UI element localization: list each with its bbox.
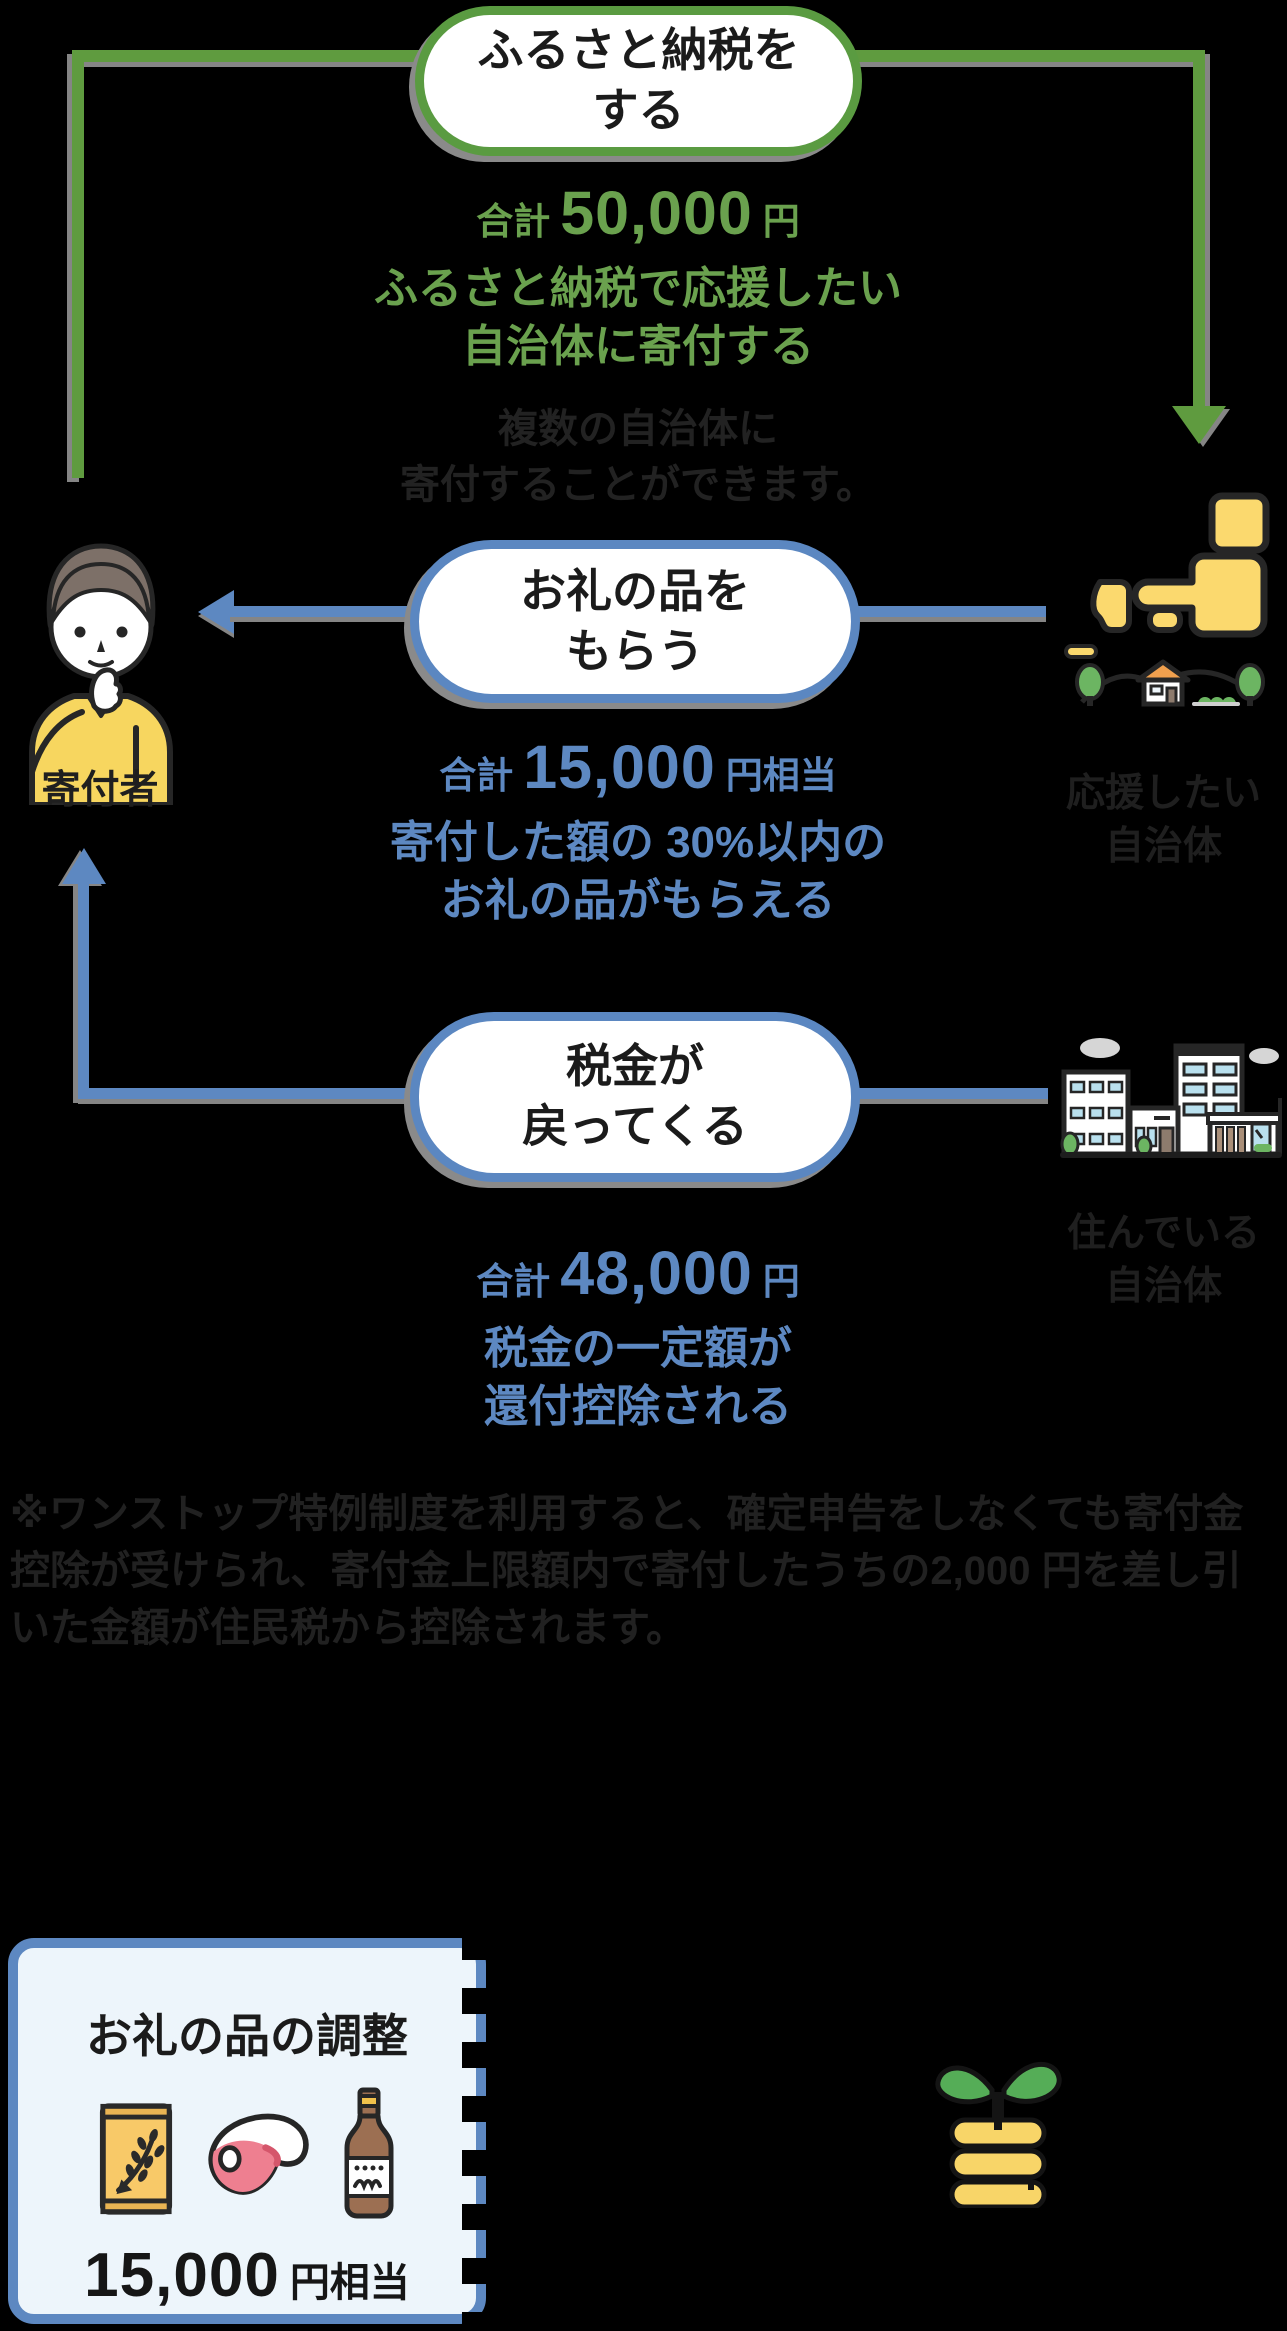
home-municipality-line1: 住んでいる — [1066, 1212, 1261, 1255]
blue-tax-line-left — [78, 1088, 418, 1099]
step3-amount-prefix: 合計 — [476, 1261, 551, 1302]
step1-note: 複数の自治体に 寄付することができます。 — [254, 401, 1022, 513]
bottle-icon — [344, 2087, 394, 2219]
step2-amount-suffix: 円相当 — [725, 755, 837, 796]
donor-person-icon — [29, 543, 173, 805]
city-buildings-icon — [1060, 1038, 1282, 1158]
gift-card-title: お礼の品の調整 — [86, 2010, 408, 2062]
gift-card-icons — [97, 2086, 397, 2220]
green-flow-line-right — [1193, 50, 1205, 410]
step3-bubble-line1: 税金が — [566, 1040, 704, 1093]
step2-desc-line2: お礼の品がもらえる — [440, 876, 836, 926]
blue-tax-line-right — [856, 1088, 1048, 1099]
home-municipality-label: 住んでいる 自治体 — [1040, 1208, 1287, 1313]
step2-amount: 15,000 — [523, 733, 716, 801]
step2-desc-line1: 寄付した額の 30%以内の — [389, 817, 887, 867]
step2-bubble-line1: お礼の品を — [520, 564, 750, 617]
step2-bubble-line2: もらう — [566, 624, 704, 677]
step3-desc-line1: 税金の一定額が — [484, 1323, 792, 1373]
step2-bubble: お礼の品を もらう — [410, 540, 860, 703]
ticket-perforation — [462, 1934, 494, 2328]
support-municipality-line1: 応援したい — [1065, 772, 1261, 815]
support-municipality-label: 応援したい 自治体 — [1040, 768, 1287, 873]
blue-gift-line-left — [230, 606, 418, 617]
rice-bag-icon — [99, 2103, 173, 2215]
green-flow-line-left — [72, 50, 84, 478]
blue-arrow-up-icon — [62, 848, 106, 884]
blue-arrow-left-icon — [198, 590, 234, 634]
coins-sprout-icon — [935, 2062, 1062, 2208]
blue-gift-line-right — [856, 606, 1046, 617]
one-stop-footnote: ※ワンストップ特例制度を利用すると、確定申告をしなくても寄付金控除が受けられ、寄… — [10, 1492, 1244, 1651]
village-icon — [1075, 659, 1265, 707]
step1-bubble: ふるさと納税を する — [415, 6, 862, 156]
support-municipality-line2: 自治体 — [1104, 824, 1222, 868]
green-arrow-down-icon — [1172, 406, 1226, 444]
step1-bubble-line2: する — [592, 84, 685, 136]
step1-amount-prefix: 合計 — [476, 201, 551, 242]
step1-bubble-line1: ふるさと納税を — [477, 24, 800, 77]
step1-desc-line2: 自治体に寄付する — [462, 322, 814, 372]
step1-amount: 50,000 — [560, 179, 753, 247]
japan-map-icon — [1064, 492, 1270, 707]
gift-card-amount-suffix: 円相当 — [289, 2261, 410, 2305]
step2-amount-prefix: 合計 — [439, 755, 514, 796]
gift-adjustment-card: お礼の品の調整 — [8, 1938, 486, 2324]
donor-label: 寄付者 — [41, 769, 159, 812]
step3-desc-line2: 還付控除される — [484, 1382, 792, 1432]
step3-bubble-line2: 戻ってくる — [522, 1100, 748, 1152]
step1-desc-line1: ふるさと納税で応援したい — [374, 263, 902, 313]
step3-amount: 48,000 — [560, 1239, 753, 1307]
home-municipality-line2: 自治体 — [1104, 1264, 1222, 1308]
step1-note-line1: 複数の自治体に — [498, 406, 778, 451]
gift-card-amount: 15,000 — [84, 2241, 280, 2310]
step3-bubble: 税金が 戻ってくる — [410, 1012, 860, 1182]
step1-amount-suffix: 円 — [762, 201, 800, 242]
step3-amount-suffix: 円 — [762, 1261, 800, 1302]
blue-tax-line-vertical — [78, 882, 89, 1099]
meat-icon — [208, 2113, 309, 2195]
step1-note-line2: 寄付することができます。 — [400, 462, 876, 507]
